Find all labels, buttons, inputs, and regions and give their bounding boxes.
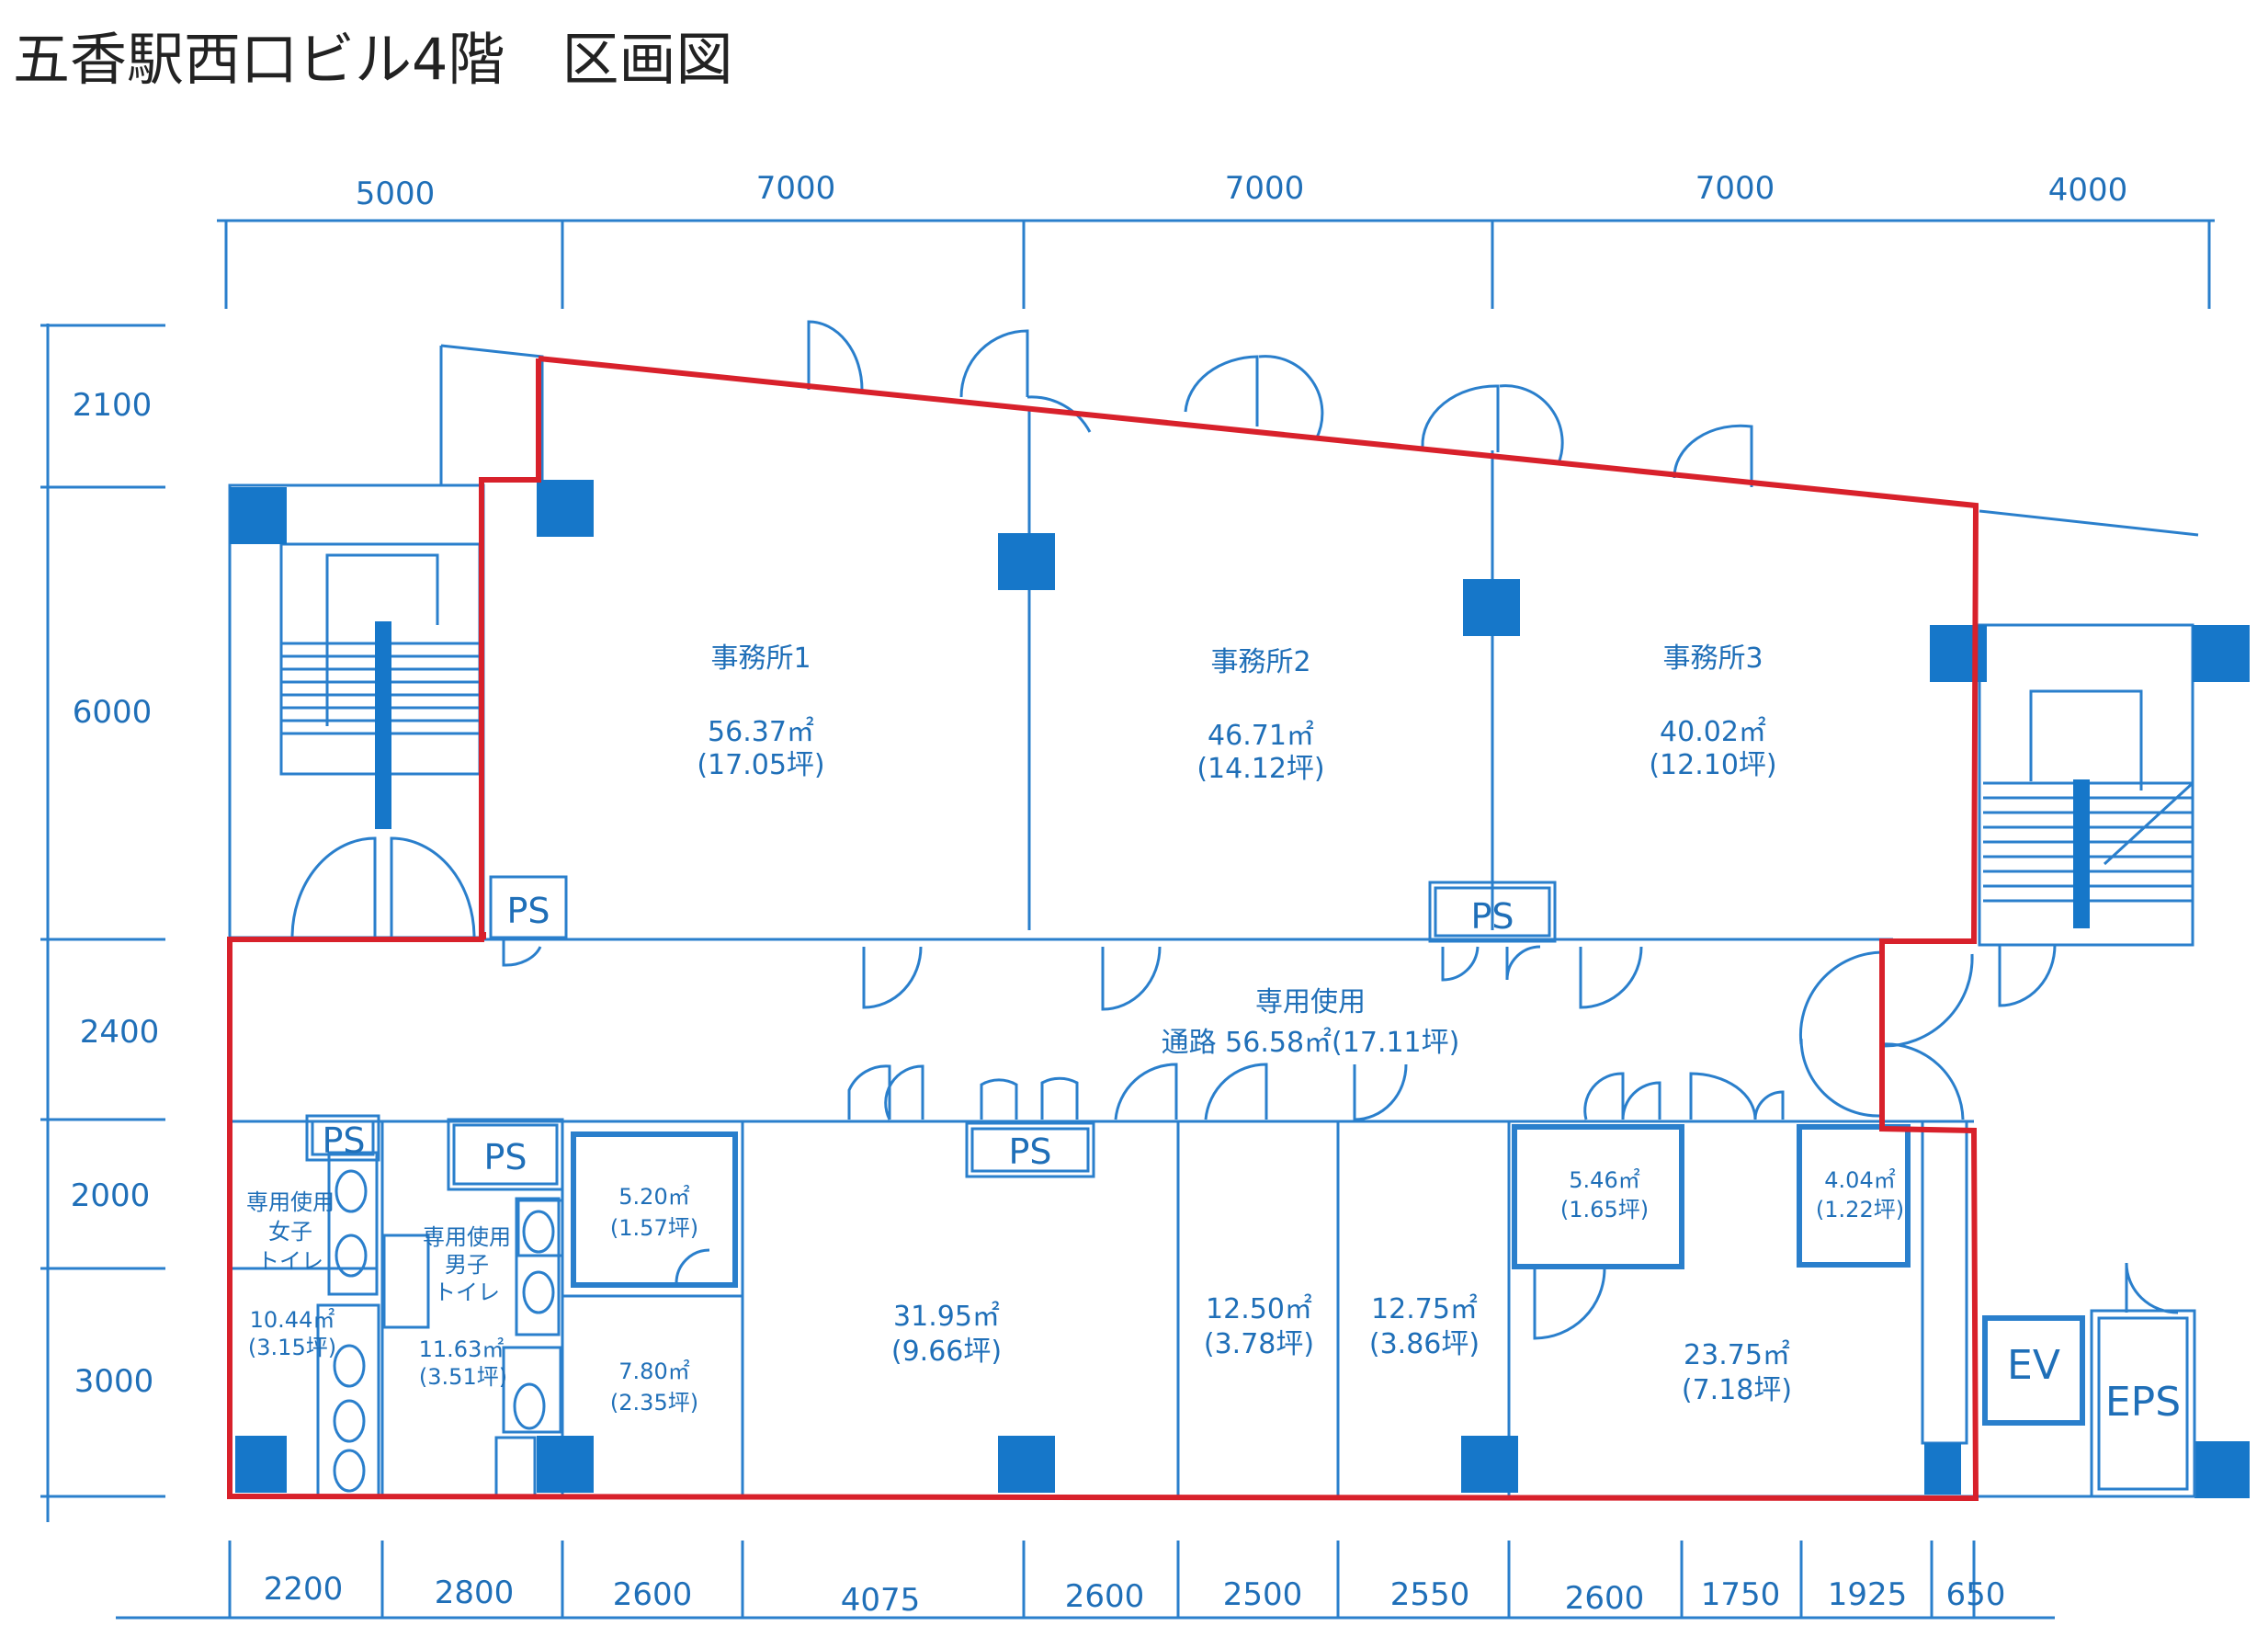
stairs-right — [1983, 689, 2194, 928]
room-7-area: 4.04㎡ — [1824, 1167, 1895, 1193]
women-toilet-l1: 専用使用 — [246, 1189, 335, 1215]
bottom-dimension-line — [116, 1541, 2055, 1620]
room-4-area: 12.50㎡ — [1206, 1293, 1312, 1325]
dim-bottom-11: 650 — [1946, 1576, 2006, 1613]
room-5-area: 12.75㎡ — [1371, 1293, 1478, 1325]
eps-label: EPS — [2105, 1379, 2181, 1426]
dim-bottom-7: 2550 — [1390, 1576, 1470, 1613]
elevator: EV — [1982, 1315, 2085, 1426]
page-title: 五香駅西口ビル4階 区画図 — [13, 26, 732, 93]
lower-partitions — [380, 1120, 1968, 1496]
office-2-area: 46.71㎡ — [1208, 720, 1314, 752]
corridor-line-1: 専用使用 — [1255, 986, 1366, 1018]
dim-bottom-6: 2500 — [1223, 1576, 1303, 1613]
ps-box-3: PS — [305, 1114, 380, 1162]
women-toilet-l3: トイレ — [257, 1248, 323, 1274]
room-8-tsubo: (7.18坪) — [1682, 1374, 1792, 1406]
ps-label-5: PS — [1008, 1131, 1051, 1172]
dim-bottom-2: 2800 — [435, 1575, 515, 1611]
ps-box-4: PS — [447, 1118, 564, 1191]
dim-top-1: 5000 — [356, 176, 436, 212]
left-dimension-line — [40, 324, 165, 1522]
room-6-tsubo: (1.65坪) — [1560, 1197, 1649, 1222]
room-5-tsubo: (3.86坪) — [1369, 1328, 1480, 1360]
room-3-area: 31.95㎡ — [893, 1301, 1000, 1333]
office-3-name: 事務所3 — [1662, 642, 1763, 675]
stairs-left — [279, 542, 482, 829]
room-3-tsubo: (9.66坪) — [891, 1336, 1002, 1368]
ps-box-5: PS — [965, 1121, 1095, 1178]
eps-shaft: EPS — [2090, 1309, 2196, 1498]
men-toilet-area: 11.63㎡ — [419, 1336, 505, 1362]
men-toilet-tsubo: (3.51坪) — [419, 1364, 507, 1390]
ps-label-4: PS — [483, 1137, 527, 1177]
room-7-tsubo: (1.22坪) — [1816, 1197, 1904, 1222]
lease-boundary — [227, 356, 1979, 1502]
room-6-area: 5.46㎡ — [1569, 1167, 1639, 1193]
ev-label: EV — [2007, 1342, 2060, 1389]
dim-bottom-4: 4075 — [841, 1582, 921, 1619]
top-dimension-line — [217, 219, 2215, 309]
dim-top-2: 7000 — [756, 170, 836, 207]
room-8-area: 23.75㎡ — [1684, 1339, 1790, 1371]
office-partitions — [1027, 406, 1494, 930]
ps-box-1: PS — [489, 875, 568, 939]
women-toilet-area: 10.44㎡ — [250, 1307, 335, 1333]
dim-left-5: 3000 — [74, 1363, 154, 1400]
dim-bottom-3: 2600 — [613, 1576, 693, 1613]
room-2-area: 7.80㎡ — [618, 1359, 689, 1384]
dim-bottom-5: 2600 — [1065, 1578, 1145, 1615]
dim-top-3: 7000 — [1225, 170, 1305, 207]
dim-left-1: 2100 — [73, 387, 153, 424]
ps-box-2: PS — [1428, 881, 1557, 943]
men-toilet-l2: 男子 — [445, 1252, 489, 1278]
office-2-name: 事務所2 — [1210, 646, 1310, 678]
office-1-name: 事務所1 — [710, 642, 811, 675]
room-2-tsubo: (2.35坪) — [610, 1390, 698, 1416]
dim-top-5: 4000 — [2048, 172, 2128, 209]
men-toilet-l3: トイレ — [434, 1279, 500, 1305]
office-2-tsubo: (14.12坪) — [1196, 753, 1324, 785]
dim-left-4: 2000 — [71, 1177, 151, 1214]
dim-bottom-9: 1750 — [1701, 1576, 1781, 1613]
ps-label-2: PS — [1470, 896, 1514, 937]
dim-bottom-10: 1925 — [1828, 1576, 1908, 1613]
corridor-line-2: 通路 56.58㎡(17.11坪) — [1162, 1027, 1460, 1059]
men-toilet-l1: 専用使用 — [423, 1224, 511, 1250]
dim-top-4: 7000 — [1695, 170, 1775, 207]
columns — [230, 480, 2250, 1498]
room-4-tsubo: (3.78坪) — [1204, 1328, 1314, 1360]
office-1-area: 56.37㎡ — [708, 716, 814, 748]
doors — [290, 320, 2179, 1340]
women-toilet-l2: 女子 — [268, 1219, 312, 1245]
ps-label-3: PS — [322, 1120, 365, 1161]
dim-left-3: 2400 — [80, 1014, 160, 1051]
ps-label-1: PS — [506, 891, 550, 931]
office-1-tsubo: (17.05坪) — [697, 749, 824, 781]
office-3-tsubo: (12.10坪) — [1649, 749, 1776, 781]
room-1-tsubo: (1.57坪) — [610, 1215, 698, 1241]
office-3-area: 40.02㎡ — [1660, 716, 1766, 748]
dim-bottom-1: 2200 — [264, 1571, 344, 1608]
dim-left-2: 6000 — [73, 694, 153, 731]
women-toilet-tsubo: (3.15坪) — [248, 1335, 336, 1360]
room-1-area: 5.20㎡ — [618, 1184, 689, 1210]
dim-bottom-8: 2600 — [1565, 1580, 1645, 1617]
